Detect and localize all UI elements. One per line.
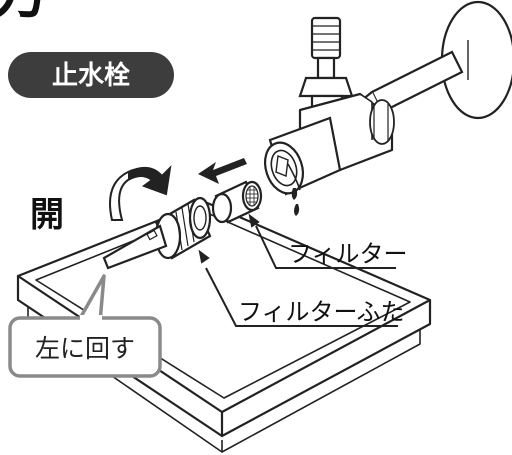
- heading-fragment: 方: [0, 0, 50, 26]
- valve-badge: 止水栓: [8, 52, 174, 98]
- open-label: 開: [30, 195, 64, 235]
- water-drips: [291, 188, 300, 216]
- valve-badge-label: 止水栓: [52, 61, 130, 91]
- callout-box: 左に回す: [8, 315, 162, 378]
- filter-part: [211, 180, 263, 224]
- filter-cap-label: フィルターふた: [238, 298, 405, 326]
- removal-arrow: [198, 158, 247, 184]
- filter-cap-part: [102, 196, 212, 270]
- valve-riser: [298, 16, 354, 112]
- callout-label: 左に回す: [35, 334, 135, 363]
- leader-lines: [198, 213, 398, 327]
- filter-label: フィルター: [288, 240, 408, 268]
- rotate-arrow: [109, 165, 172, 221]
- valve-outlet: [263, 116, 342, 196]
